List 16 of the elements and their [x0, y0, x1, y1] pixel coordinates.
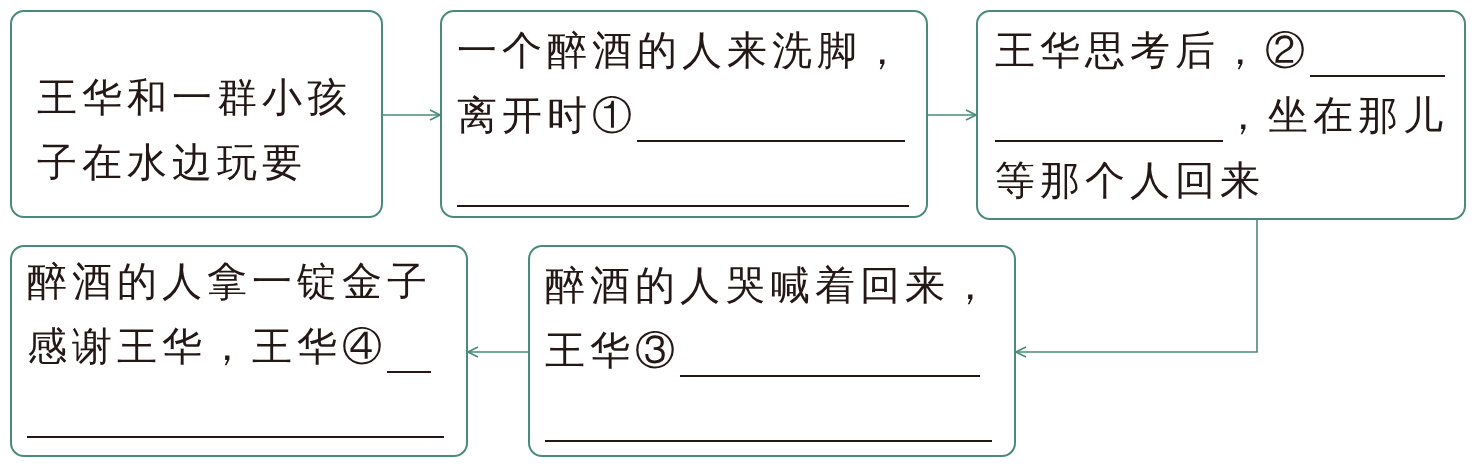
arrow	[467, 346, 529, 358]
process-box	[10, 245, 468, 457]
step-text: ，坐在那儿	[1223, 93, 1448, 138]
step-text: 王华和一群小孩子在水边玩要	[37, 75, 352, 185]
process-box	[10, 10, 383, 218]
step-text: 王华思考后，②	[995, 28, 1310, 73]
step-text: 醉酒的人拿一锭金子感谢王华，王华④	[27, 259, 432, 369]
process-box	[976, 10, 1466, 220]
step-text: 一个醉酒的人来洗脚，离开时①	[457, 28, 907, 138]
step-text: 醉酒的人哭喊着回来，王华③	[545, 263, 995, 373]
arrow	[382, 109, 441, 121]
process-box	[440, 10, 928, 218]
process-box	[528, 245, 1016, 457]
arrow	[1015, 219, 1258, 358]
step-text: 等那个人回来	[995, 158, 1265, 203]
arrow	[927, 109, 977, 121]
